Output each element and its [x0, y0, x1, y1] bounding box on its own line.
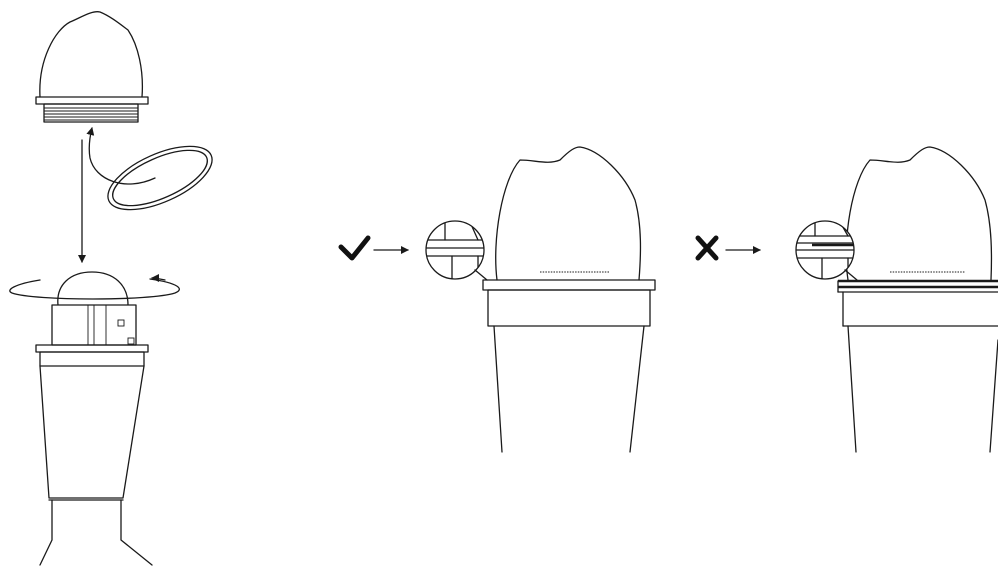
- filter-cap-detached: [35, 11, 149, 123]
- cross-icon: [695, 235, 719, 261]
- gasket-ring: [107, 145, 213, 211]
- incorrect-seal-zoom-callout: [795, 220, 858, 281]
- correct-indicator: [338, 235, 409, 261]
- checkmark-icon: [338, 235, 371, 261]
- filter-correct-seal: [482, 146, 656, 453]
- remove-gasket-arrow: [86, 127, 156, 185]
- correct-seal-zoom-callout: [425, 220, 488, 281]
- filter-assembled: [35, 271, 153, 566]
- incorrect-indicator: [695, 235, 761, 261]
- filter-incorrect-seal: [837, 146, 998, 453]
- twist-rotation-arrow: [9, 274, 180, 300]
